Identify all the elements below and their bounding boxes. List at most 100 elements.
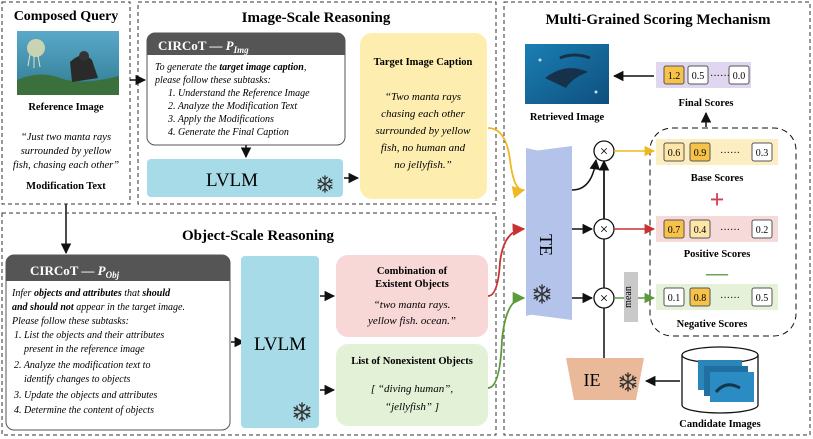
- times-icon: ×: [600, 291, 608, 307]
- object-prompt-intro-3: Please follow these subtasks:: [11, 316, 129, 327]
- object-prompt-intro-1: Infer objects and attributes that should: [11, 288, 171, 299]
- multiply-node-positive: ×: [593, 218, 615, 240]
- text-encoder: TE: [526, 146, 572, 320]
- object-scale-panel: Object-Scale Reasoning CIRCoT — PObj Inf…: [1, 212, 497, 436]
- nonexistent-title: List of Nonexistent Objects: [351, 356, 473, 367]
- base-score-box-1: [663, 142, 685, 162]
- minus-sign: —: [705, 260, 729, 285]
- final-score-3: 0.0: [733, 71, 746, 82]
- final-score-box-1: [663, 65, 685, 85]
- caption-line-3: surrounded by yellow: [376, 125, 472, 137]
- caption-line-5: no jellyfish.”: [394, 159, 451, 171]
- multiply-node-base: ×: [593, 140, 615, 162]
- object-prompt-header: CIRCoT — PObj: [30, 263, 120, 280]
- base-score-3: 0.3: [756, 148, 769, 159]
- mean-box: [624, 272, 638, 322]
- final-score-box-2: [687, 65, 709, 85]
- base-score-box-3: [751, 142, 773, 162]
- positive-score-box-3: [751, 219, 773, 239]
- positive-ellipsis: ······: [720, 225, 740, 236]
- image-subtask-2: 2. Analyze the Modification Text: [168, 101, 297, 112]
- reference-image: [17, 31, 119, 95]
- image-lvlm-label: LVLM: [206, 170, 258, 191]
- image-prompt-header: CIRCoT — PImg: [158, 38, 249, 55]
- caption-to-te-arrow: [487, 127, 526, 199]
- image-subtask-1: 1. Understand the Reference Image: [168, 88, 310, 99]
- times-icon: ×: [600, 144, 608, 160]
- candidate-images-label: Candidate Images: [679, 419, 760, 430]
- nonexistent-text-line-1: [ “diving human”,: [371, 383, 453, 395]
- target-caption-title: Target Image Caption: [374, 57, 473, 68]
- negative-score-3: 0.5: [756, 293, 769, 304]
- nonexistent-text-line-2: “jellyfish” ]: [385, 401, 439, 413]
- caption-line-4: fish, no human and: [381, 142, 466, 154]
- object-subtask-line-1: 1. List the objects and their attributes: [14, 330, 164, 341]
- image-prompt-intro: To generate the target image caption,: [155, 62, 306, 73]
- retrieved-image-label: Retrieved Image: [530, 112, 605, 123]
- negative-score-box-3: [751, 287, 773, 307]
- retrieved-image: [525, 44, 609, 104]
- negative-scores-label: Negative Scores: [677, 319, 748, 330]
- te-label: TE: [536, 234, 556, 256]
- nonexistent-to-te-arrow: [487, 291, 526, 389]
- image-scale-panel: Image-Scale Reasoning CIRCoT — PImg To g…: [137, 1, 497, 205]
- object-scale-title: Object-Scale Reasoning: [182, 228, 335, 244]
- negative-score-box-2: [689, 287, 711, 307]
- plus-sign: +: [710, 185, 725, 214]
- positive-score-3: 0.2: [756, 225, 769, 236]
- te-to-base-arrow: [571, 158, 600, 191]
- positive-score-2: 0.4: [694, 225, 707, 236]
- negative-score-box-1: [663, 287, 685, 307]
- image-lvlm-box: LVLM: [147, 159, 343, 197]
- database-icon: [681, 346, 759, 414]
- existent-to-te-arrow: [487, 223, 526, 297]
- negative-score-1: 0.1: [668, 293, 681, 304]
- modification-text-label: Modification Text: [26, 181, 106, 192]
- object-prompt-intro-2: and should not appear in the target imag…: [12, 302, 185, 313]
- caption-line-1: “Two manta rays: [385, 91, 461, 103]
- reference-image-label: Reference Image: [28, 102, 104, 113]
- mean-label: mean: [623, 286, 634, 308]
- multiply-node-negative: ×: [593, 287, 615, 309]
- positive-scores-label: Positive Scores: [684, 249, 751, 260]
- ie-label: IE: [584, 370, 601, 390]
- object-subtask-line-6: 4. Determine the content of objects: [14, 405, 154, 416]
- image-prompt-intro-line2: please follow these subtasks:: [154, 75, 271, 86]
- composed-query-panel: Composed Query Reference Image “Just two…: [1, 1, 131, 205]
- final-scores-row: 1.2 0.5 ······ 0.0: [663, 65, 750, 85]
- negative-ellipsis: ······: [720, 293, 740, 304]
- existent-objects-box: Combination of Existent Objects “two man…: [336, 255, 488, 337]
- existent-title-line-1: Combination of: [377, 266, 448, 277]
- object-subtask-line-2: present in the reference image: [23, 344, 145, 355]
- object-subtask-line-5: 3. Update the objects and attributes: [13, 390, 157, 401]
- object-lvlm-box: LVLM: [241, 256, 319, 428]
- existent-text-line-2: yellow fish. ocean.”: [367, 315, 456, 327]
- base-score-2: 0.9: [694, 148, 707, 159]
- final-score-2: 0.5: [692, 71, 705, 82]
- image-subtask-3: 3. Apply the Modifications: [167, 114, 274, 125]
- scoring-title: Multi-Grained Scoring Mechanism: [546, 12, 771, 28]
- base-ellipsis: ······: [720, 148, 740, 159]
- caption-line-2: chasing each other: [381, 108, 465, 120]
- object-prompt-box: CIRCoT — PObj Infer objects and attribut…: [5, 254, 231, 431]
- times-icon: ×: [600, 222, 608, 238]
- final-score-1: 1.2: [668, 71, 681, 82]
- negative-score-2: 0.8: [694, 293, 707, 304]
- image-scale-title: Image-Scale Reasoning: [242, 10, 391, 26]
- modification-text-line-1: “Just two manta rays: [21, 132, 111, 143]
- target-caption-box: Target Image Caption “Two manta rays cha…: [360, 33, 487, 199]
- image-subtask-4: 4. Generate the Final Caption: [168, 127, 289, 138]
- existent-title-line-2: Existent Objects: [375, 279, 449, 290]
- nonexistent-objects-box: List of Nonexistent Objects [ “diving hu…: [336, 344, 488, 426]
- object-subtask-line-4: identify changes to objects: [24, 374, 130, 385]
- image-prompt-box: CIRCoT — PImg To generate the target ima…: [146, 32, 346, 146]
- positive-score-box-2: [689, 219, 711, 239]
- positive-score-1: 0.7: [668, 225, 681, 236]
- final-score-box-3: [728, 65, 750, 85]
- object-subtask-line-3: 2. Analyze the modification text to: [14, 360, 150, 371]
- base-score-box-2: [689, 142, 711, 162]
- image-encoder: IE: [566, 358, 644, 400]
- modification-text-line-2: surrounded by yellow: [21, 146, 112, 157]
- object-lvlm-label: LVLM: [254, 334, 306, 355]
